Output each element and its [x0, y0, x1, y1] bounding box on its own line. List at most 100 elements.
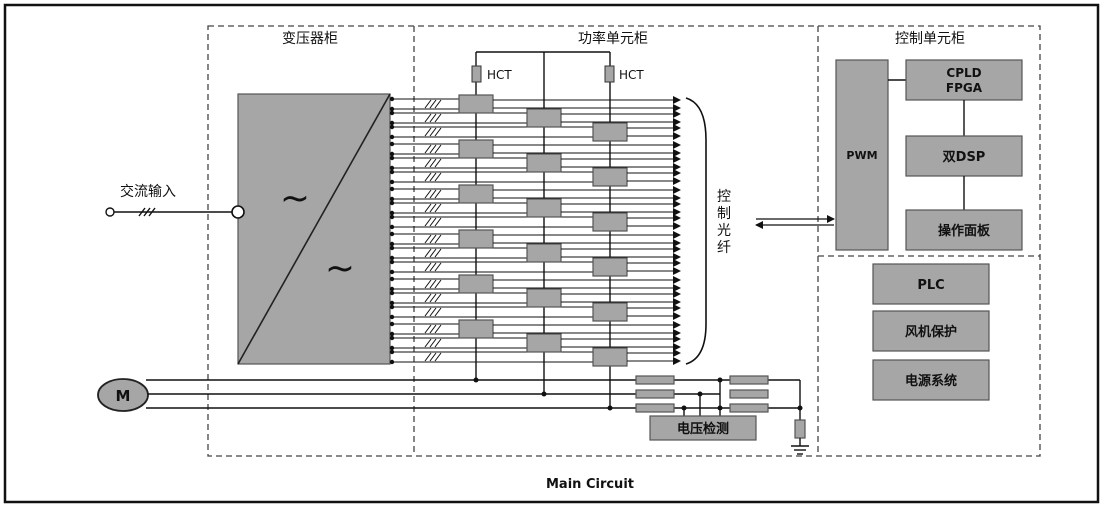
- winding-terminal: [389, 345, 395, 351]
- power-cell: [592, 257, 628, 277]
- phase-mark: [434, 262, 442, 272]
- fiber-char-4: 纤: [717, 240, 731, 256]
- winding-terminal: [389, 151, 395, 157]
- phase-mark: [424, 279, 432, 289]
- hct-label-left: HCT: [487, 68, 512, 82]
- power-cell: [592, 212, 628, 232]
- power-system-block: [872, 359, 990, 401]
- phase-mark: [434, 338, 442, 348]
- pwm-label: PWM: [846, 149, 877, 162]
- ac-input-phase-marks: [138, 207, 156, 217]
- operation-panel-label: 操作面板: [938, 223, 991, 239]
- phase-mark: [424, 293, 432, 303]
- phase-mark: [434, 144, 442, 154]
- hct-sensor-left: [471, 65, 482, 83]
- fan-protection-label: 风机保护: [905, 324, 957, 340]
- transformer-diagonal: [237, 93, 391, 365]
- hct-sensor-right: [604, 65, 615, 83]
- section-title-transformer: 变压器柜: [282, 31, 338, 47]
- phase-mark: [424, 217, 432, 227]
- winding-terminal: [389, 241, 395, 247]
- phase-mark: [434, 172, 442, 182]
- power-cell: [526, 108, 562, 128]
- winding-terminal: [389, 269, 395, 275]
- power-cell: [526, 153, 562, 173]
- phase-mark: [424, 324, 432, 334]
- phase-mark: [434, 324, 442, 334]
- winding-terminal: [389, 314, 395, 320]
- winding-terminal: [389, 169, 395, 175]
- phase-mark: [429, 189, 437, 199]
- voltage-detect-block: [649, 415, 757, 441]
- winding-terminal: [389, 290, 395, 296]
- phase-mark: [434, 307, 442, 317]
- power-cell: [592, 302, 628, 322]
- operation-panel-block: [905, 209, 1023, 251]
- power-cell: [458, 184, 494, 204]
- winding-terminal: [389, 335, 395, 341]
- power-system-label: 电源系统: [905, 373, 957, 389]
- motor-output-lines: [146, 377, 801, 420]
- phase-mark: [424, 113, 432, 123]
- power-cell: [526, 198, 562, 218]
- winding-terminal: [389, 124, 395, 130]
- control-link-arrows: [755, 215, 835, 229]
- plc-block: [872, 263, 990, 305]
- fiber-lines: [493, 96, 681, 365]
- dsp-block: [905, 135, 1023, 177]
- winding-terminal: [389, 321, 395, 327]
- winding-terminal: [389, 304, 395, 310]
- power-cell: [592, 122, 628, 142]
- phase-mark: [424, 248, 432, 258]
- fiber-label: 控 制 光 纤: [717, 189, 731, 256]
- fiber-char-1: 控: [717, 189, 731, 205]
- phase-mark: [424, 262, 432, 272]
- winding-terminal: [389, 255, 395, 261]
- phase-mark: [429, 144, 437, 154]
- power-cell: [592, 167, 628, 187]
- phase-mark: [424, 352, 432, 362]
- phase-mark: [429, 217, 437, 227]
- phase-mark: [429, 352, 437, 362]
- phase-mark: [429, 99, 437, 109]
- phase-mark: [429, 158, 437, 168]
- winding-terminal: [389, 210, 395, 216]
- power-cell: [458, 94, 494, 114]
- transformer-input-terminal: [231, 205, 245, 219]
- winding-terminal: [389, 245, 395, 251]
- ac-input-label: 交流输入: [120, 183, 176, 200]
- phase-mark: [434, 113, 442, 123]
- fpga-label: FPGA: [946, 81, 983, 95]
- voltage-divider: [635, 375, 809, 455]
- power-cell: [458, 319, 494, 339]
- voltage-detect-label: 电压检测: [677, 421, 729, 437]
- ac-input-terminal: [105, 207, 115, 217]
- phase-mark: [429, 293, 437, 303]
- winding-terminal: [389, 155, 395, 161]
- phase-mark: [429, 234, 437, 244]
- secondary-ac-symbol: ~: [325, 248, 355, 289]
- winding-terminal: [389, 214, 395, 220]
- winding-terminal: [389, 141, 395, 147]
- fiber-bundle-brace: [685, 97, 707, 365]
- power-cell: [526, 243, 562, 263]
- phase-mark: [424, 127, 432, 137]
- phase-mark: [434, 158, 442, 168]
- phase-mark: [434, 189, 442, 199]
- winding-terminal: [389, 349, 395, 355]
- motor-label: M: [116, 387, 131, 405]
- phase-mark: [424, 172, 432, 182]
- phase-mark: [434, 99, 442, 109]
- winding-terminal: [389, 186, 395, 192]
- winding-terminal: [389, 331, 395, 337]
- phase-mark: [434, 293, 442, 303]
- phase-mark: [429, 307, 437, 317]
- phase-mark: [434, 127, 442, 137]
- primary-ac-symbol: ~: [280, 178, 310, 219]
- dsp-label: 双DSP: [943, 150, 986, 165]
- power-cell: [458, 139, 494, 159]
- cabinet-outline: [207, 25, 1041, 457]
- phase-mark: [424, 203, 432, 213]
- fiber-char-3: 光: [717, 223, 731, 239]
